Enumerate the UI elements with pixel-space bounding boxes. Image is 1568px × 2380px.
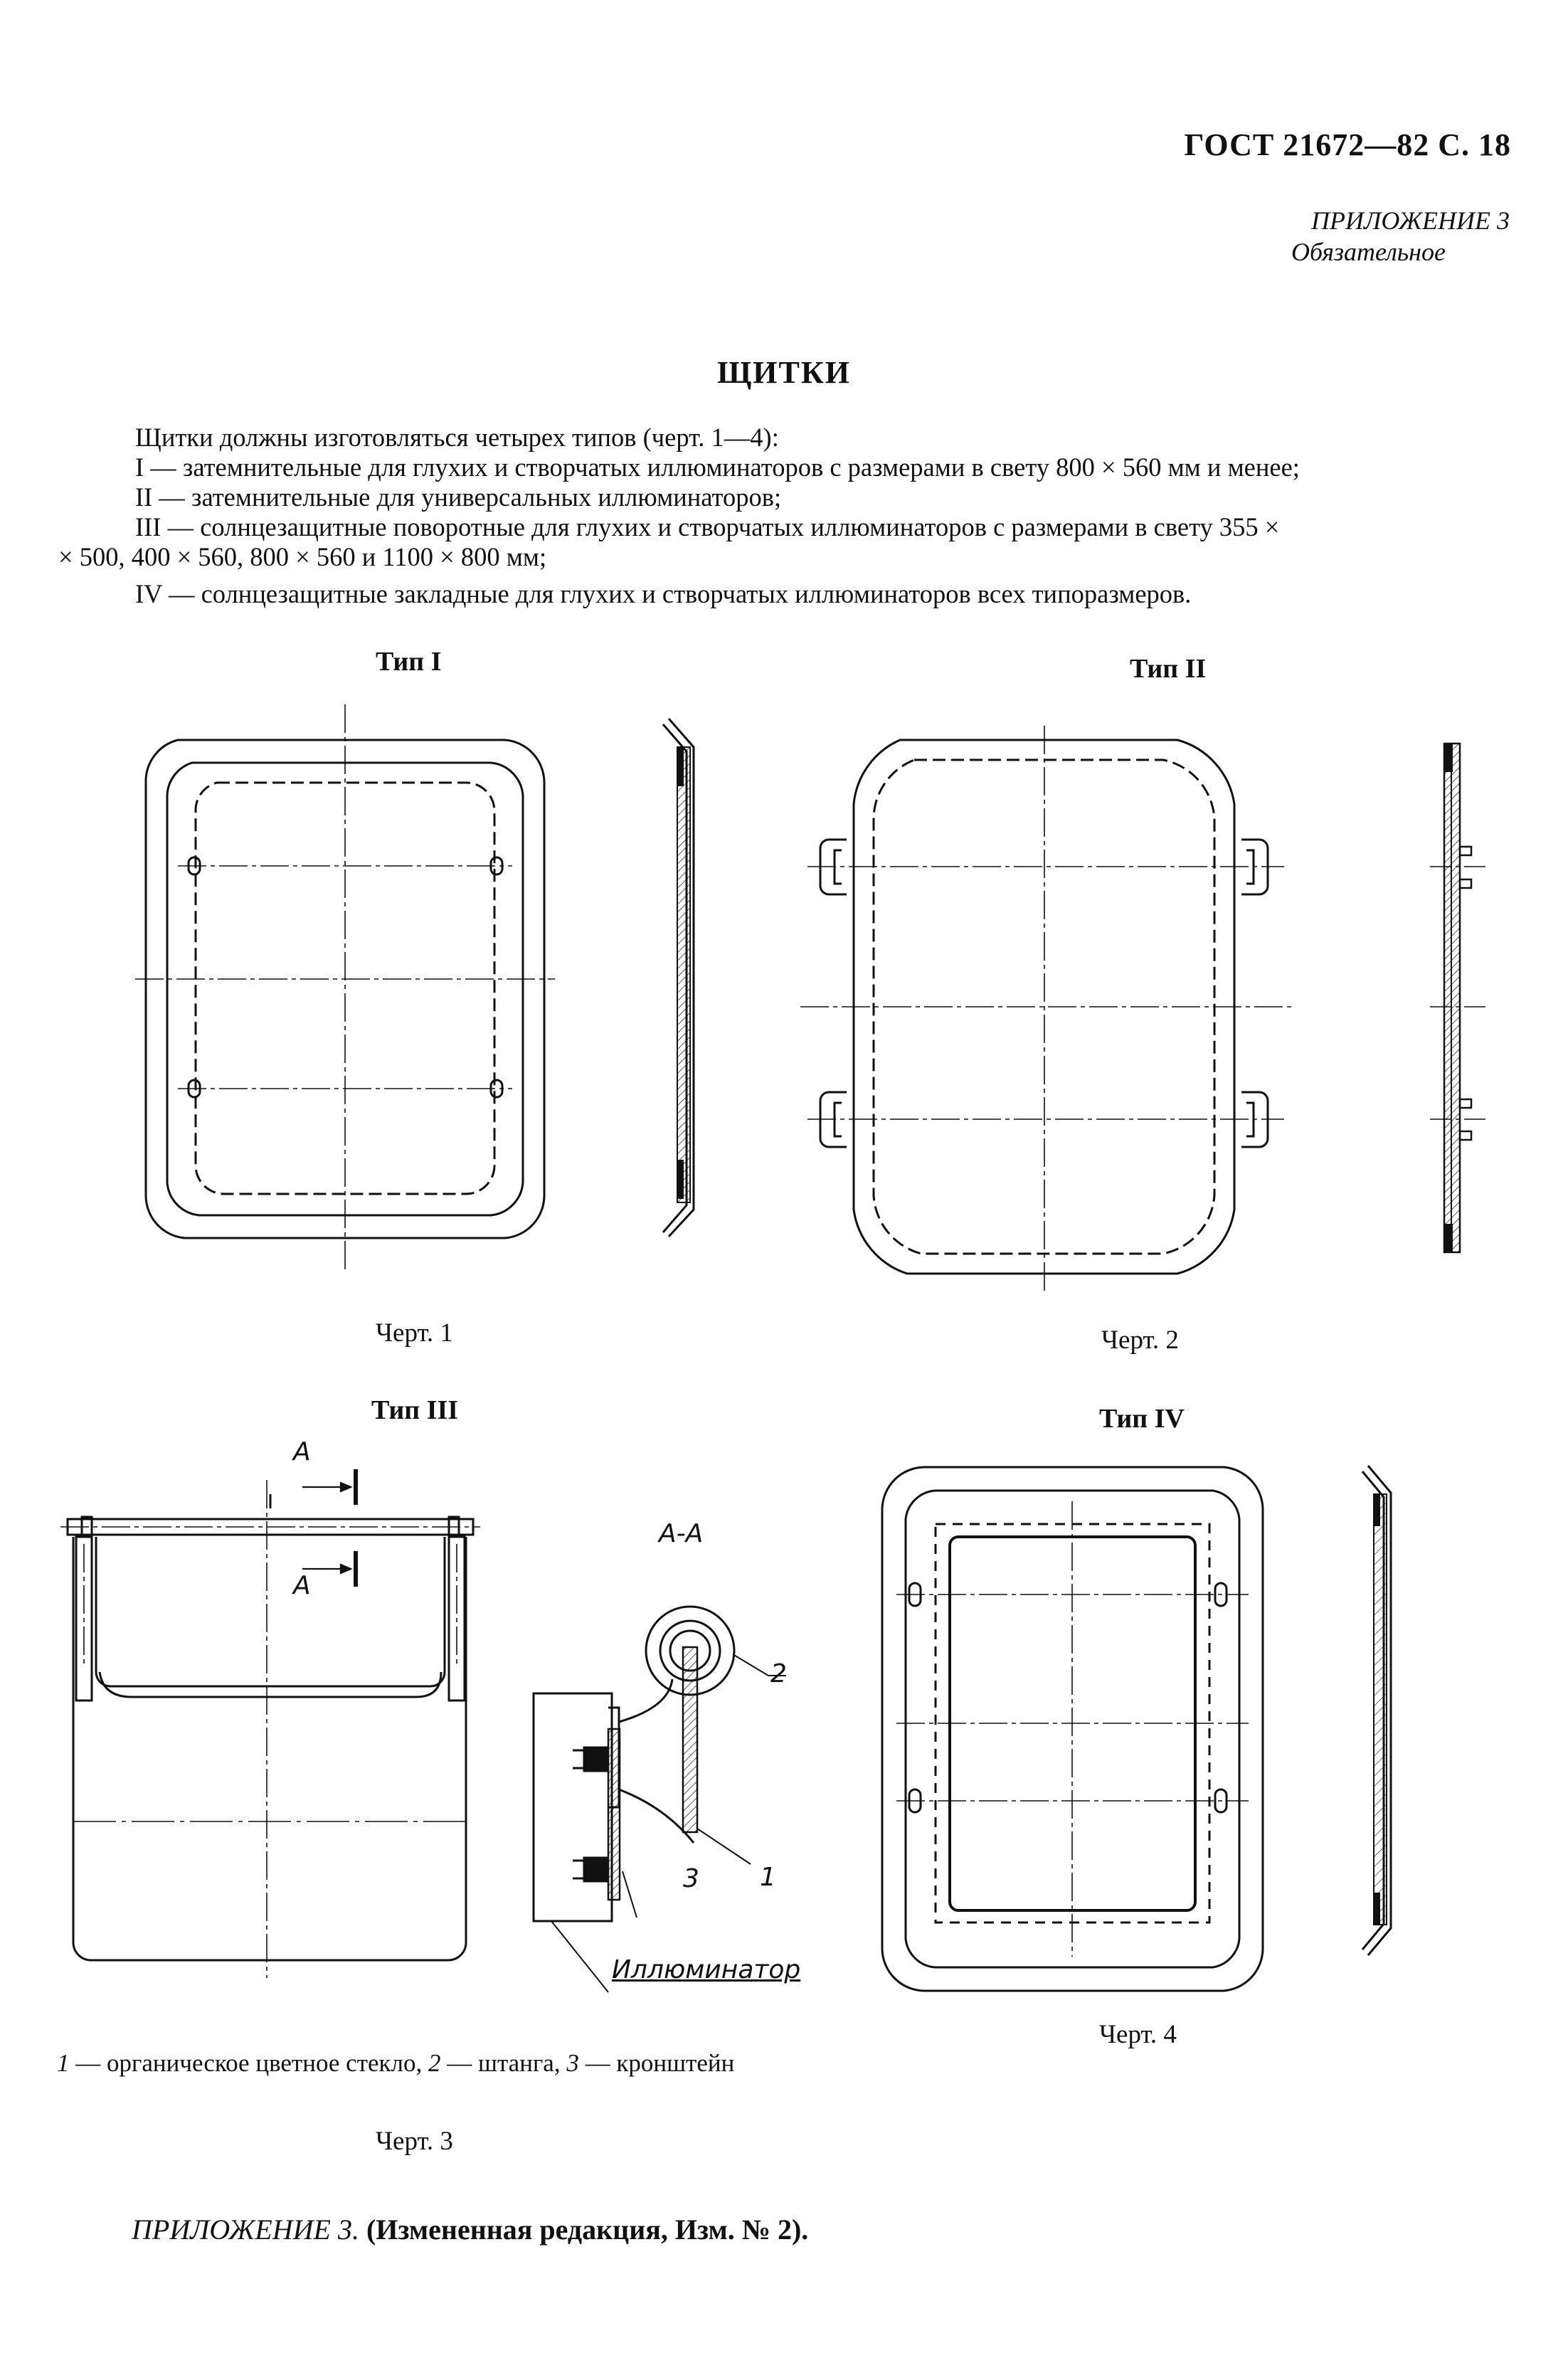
fig1-front-view xyxy=(135,704,555,1274)
porthole-label: Иллюминатор xyxy=(612,1955,801,1984)
document-reference: ГОСТ 21672—82 С. 18 xyxy=(1184,127,1511,162)
appendix-status: Обязательное xyxy=(1291,238,1446,266)
footer-ref: ПРИЛОЖЕНИЕ 3. xyxy=(132,2214,359,2246)
fig3-legend: 1 — органическое цветное стекло, 2 — шта… xyxy=(57,2049,734,2078)
callout-2: 2 xyxy=(770,1659,787,1688)
section-a-a-title: A-A xyxy=(659,1519,704,1548)
section-title: ЩИТКИ xyxy=(716,355,852,390)
fig1-caption: Черт. 1 xyxy=(376,1318,453,1348)
fig1-side-view xyxy=(662,719,704,1238)
fig4-type-label: Тип IV xyxy=(1099,1404,1185,1434)
fig1-type-label: Тип I xyxy=(376,647,442,677)
fig4-front-view xyxy=(868,1459,1273,1999)
intro-line: I — затемнительные для глухих и створчат… xyxy=(135,453,1300,482)
fig2-type-label: Тип II xyxy=(1130,654,1207,684)
footer-change-note: (Измененная редакция, Изм. № 2). xyxy=(359,2214,809,2246)
fig3-front-view xyxy=(60,1451,480,1992)
section-mark-upper: A xyxy=(293,1437,311,1466)
fig3-section-a-a xyxy=(530,1594,793,2021)
appendix-label: ПРИЛОЖЕНИЕ 3 xyxy=(1311,206,1510,235)
legend-text-3: — кронштейн xyxy=(578,2049,735,2077)
legend-text-1: — органическое цветное стекло, xyxy=(69,2049,428,2077)
fig3-caption: Черт. 3 xyxy=(376,2127,453,2156)
intro-line: III — солнцезащитные поворотные для глух… xyxy=(135,512,1280,541)
fig4-caption: Черт. 4 xyxy=(1099,2020,1177,2049)
callout-1: 1 xyxy=(760,1863,776,1892)
fig4-side-view xyxy=(1362,1466,1405,1957)
intro-line: II — затемнительные для универсальных ил… xyxy=(135,482,782,512)
legend-num-1: 1 xyxy=(57,2049,70,2077)
section-mark-lower: A xyxy=(293,1571,311,1600)
fig2-side-view xyxy=(1430,740,1487,1259)
footer-note: ПРИЛОЖЕНИЕ 3. (Измененная редакция, Изм.… xyxy=(132,2213,808,2246)
fig2-front-view xyxy=(800,726,1291,1295)
intro-line: IV — солнцезащитные закладные для глухих… xyxy=(135,579,1192,608)
legend-num-3: 3 xyxy=(566,2049,579,2077)
appendix-block: ПРИЛОЖЕНИЕ 3 Обязательное xyxy=(1291,205,1510,268)
intro-line: Щитки должны изготовляться четырех типов… xyxy=(135,423,779,452)
callout-3: 3 xyxy=(683,1864,699,1893)
intro-line: × 500, 400 × 560, 800 × 560 и 1100 × 800… xyxy=(58,542,547,571)
fig3-type-label: Тип III xyxy=(371,1395,459,1425)
legend-text-2: — штанга, xyxy=(440,2049,567,2077)
fig2-caption: Черт. 2 xyxy=(1101,1326,1179,1355)
legend-num-2: 2 xyxy=(428,2049,441,2077)
